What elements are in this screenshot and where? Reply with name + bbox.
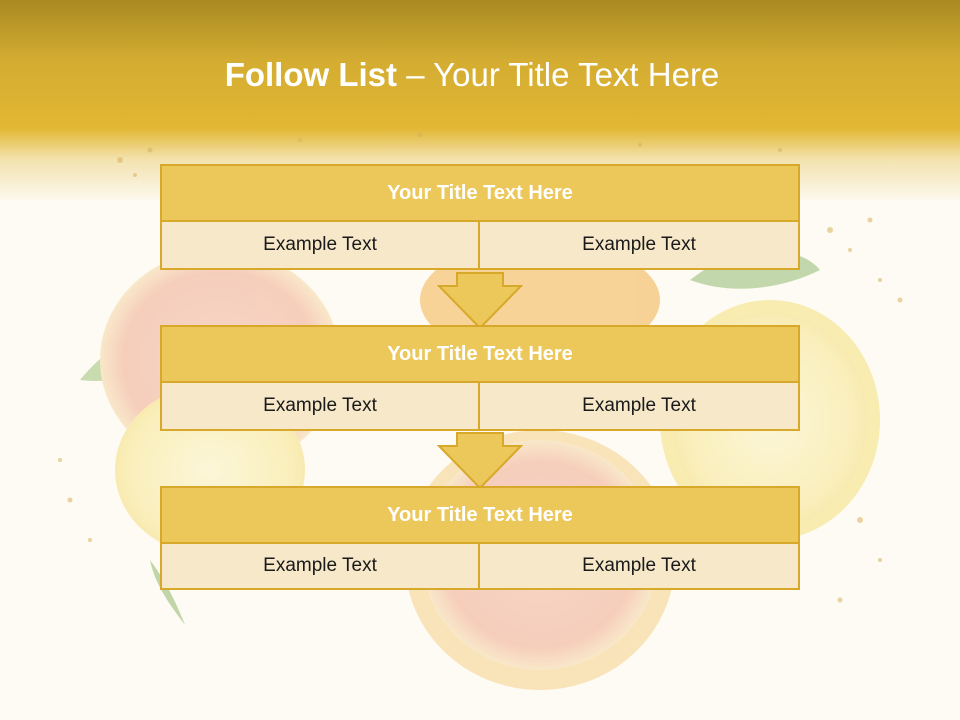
down-arrow-icon [437,432,523,490]
block-3-left-text: Example Text [160,542,480,590]
list-block-2: Your Title Text Here Example Text Exampl… [160,325,800,431]
block-2-left-text: Example Text [160,381,480,431]
title-bold-part: Follow List [224,56,398,93]
block-1-left-text: Example Text [160,220,480,270]
list-block-1: Your Title Text Here Example Text Exampl… [160,164,800,270]
block-3-right-text: Example Text [478,542,800,590]
block-1-title: Your Title Text Here [160,164,800,222]
block-2-title: Your Title Text Here [160,325,800,383]
title-rest-part: – Your Title Text Here [397,56,720,93]
block-1-right-text: Example Text [478,220,800,270]
block-3-title: Your Title Text Here [160,486,800,544]
down-arrow-icon [437,272,523,330]
slide-title: Follow List – Your Title Text Here [0,56,944,94]
block-2-right-text: Example Text [478,381,800,431]
list-block-3: Your Title Text Here Example Text Exampl… [160,486,800,592]
